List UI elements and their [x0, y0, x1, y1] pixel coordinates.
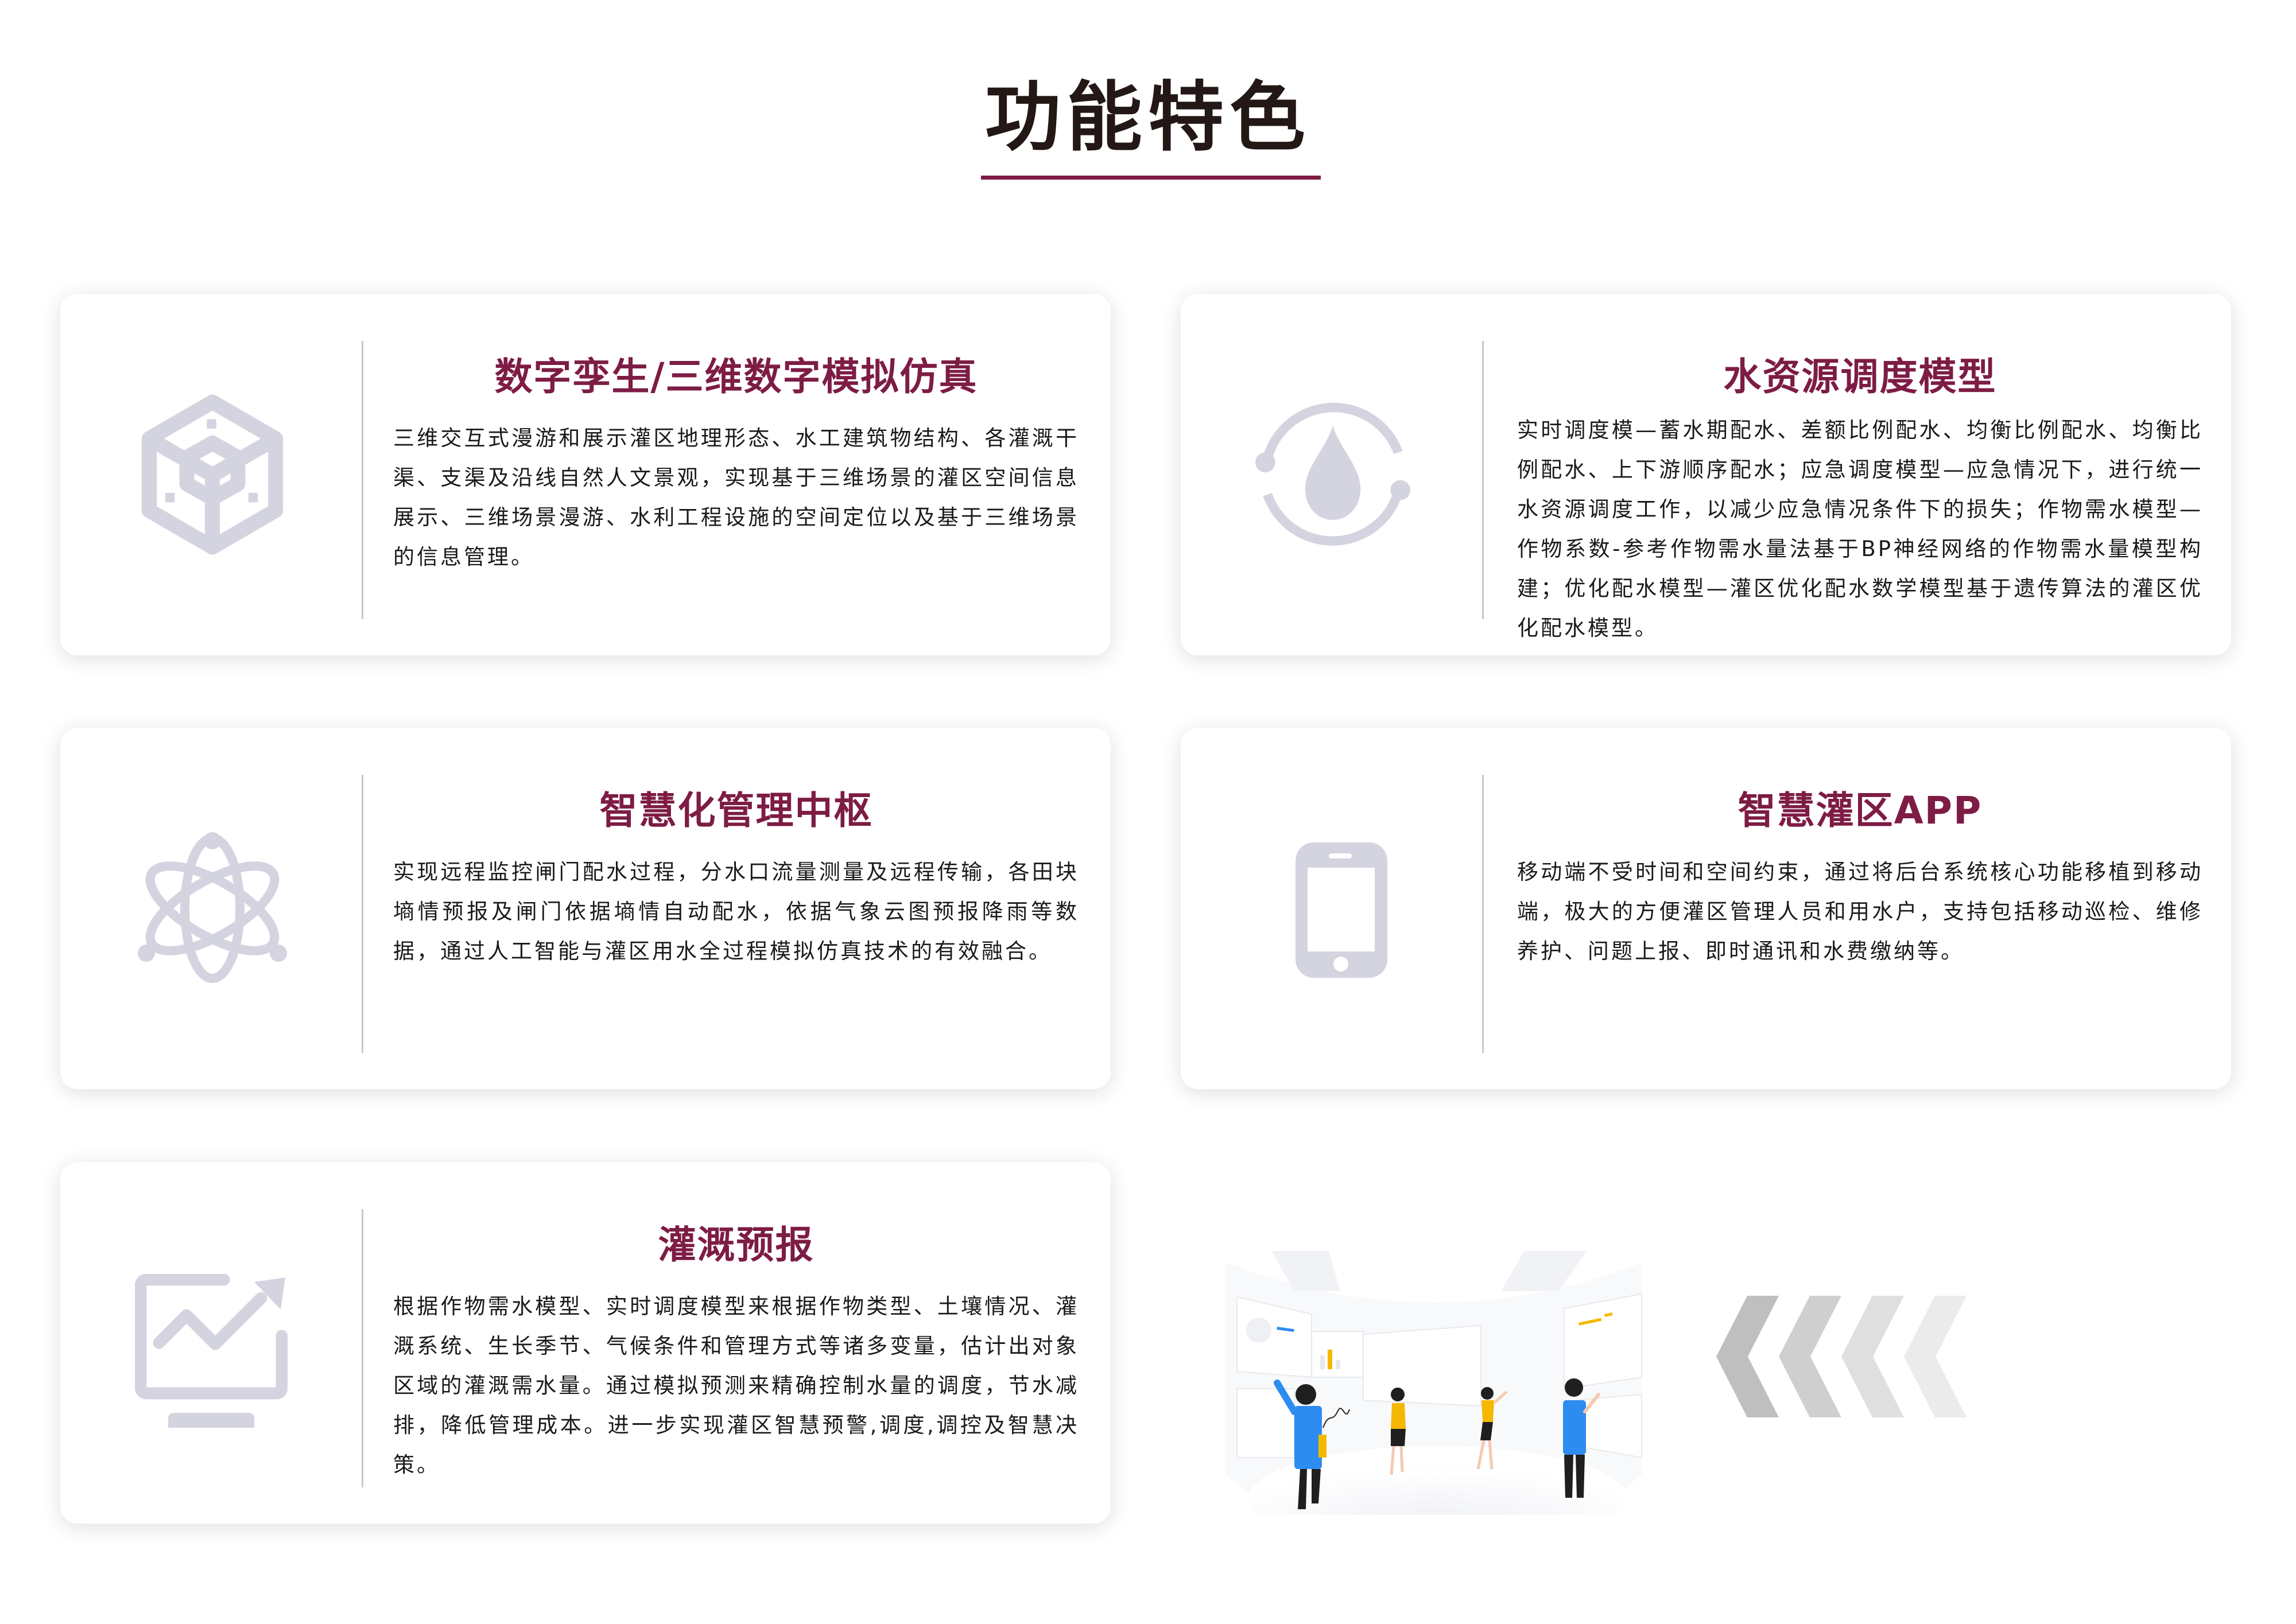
feature-description: 三维交互式漫游和展示灌区地理形态、水工建筑物结构、各灌溉干渠、支渠及沿线自然人文… — [393, 426, 1079, 569]
feature-title: 灌溉预报 — [658, 1223, 815, 1267]
feature-description: 实现远程监控闸门配水过程，分水口流量测量及远程传输，各田块墒情预报及闸门依据墒情… — [393, 860, 1079, 963]
smartphone-icon — [1296, 842, 1387, 978]
card-divider — [1482, 775, 1484, 1053]
feature-card-digital-twin: 数字孪生/三维数字模拟仿真 三维交互式漫游和展示灌区地理形态、水工建筑物结构、各… — [60, 294, 1111, 655]
atom-icon — [135, 828, 290, 989]
card-divider — [362, 1209, 363, 1487]
team-presenting-dashboards-illustration — [1220, 1228, 1647, 1549]
feature-title: 水资源调度模型 — [1723, 355, 1997, 399]
feature-card-smart-hub: 智慧化管理中枢 实现远程监控闸门配水过程，分水口流量测量及远程传输，各田块墒情预… — [60, 728, 1111, 1089]
feature-description: 移动端不受时间和空间约束，通过将后台系统核心功能移植到移动端，极大的方便灌区管理… — [1517, 860, 2203, 963]
left-chevrons-icon — [1716, 1296, 1969, 1417]
feature-title: 智慧灌区APP — [1737, 788, 1983, 833]
cube-3d-icon — [135, 394, 290, 555]
feature-card-water-dispatch: 水资源调度模型 实时调度模—蓄水期配水、差额比例配水、均衡比例配水、均衡比例配水… — [1181, 294, 2231, 655]
card-divider — [362, 775, 363, 1053]
feature-card-irrigation-forecast: 灌溉预报 根据作物需水模型、实时调度模型来根据作物类型、土壤情况、灌溉系统、生长… — [60, 1162, 1111, 1524]
page-title: 功能特色 — [985, 73, 1311, 162]
water-drop-cycle-icon — [1255, 394, 1410, 555]
card-divider — [1482, 341, 1484, 619]
card-divider — [362, 341, 363, 619]
monitor-trend-icon — [135, 1274, 288, 1428]
feature-card-app: 智慧灌区APP 移动端不受时间和空间约束，通过将后台系统核心功能移植到移动端，极… — [1181, 728, 2231, 1089]
feature-description: 根据作物需水模型、实时调度模型来根据作物类型、土壤情况、灌溉系统、生长季节、气候… — [393, 1294, 1079, 1477]
feature-description: 实时调度模—蓄水期配水、差额比例配水、均衡比例配水、均衡比例配水、上下游顺序配水… — [1517, 418, 2203, 640]
feature-title: 数字孪生/三维数字模拟仿真 — [494, 355, 978, 399]
feature-title: 智慧化管理中枢 — [599, 788, 873, 833]
title-underline — [981, 176, 1321, 180]
